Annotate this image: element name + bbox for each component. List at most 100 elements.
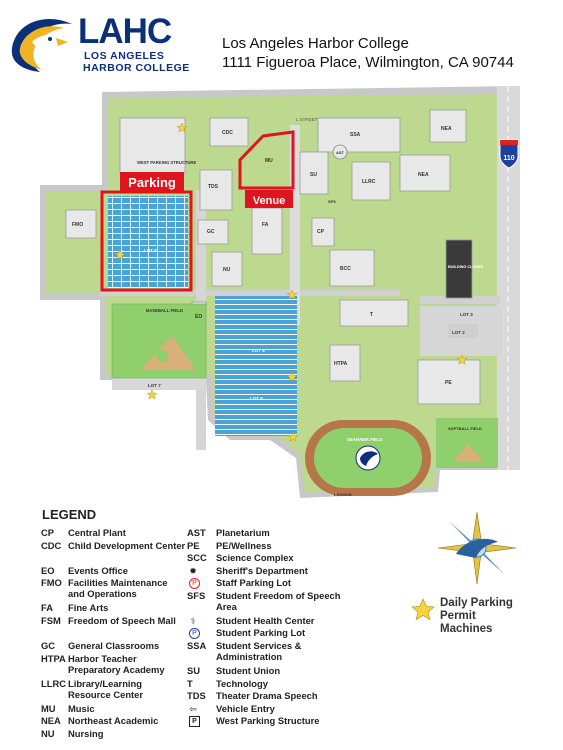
sheriff-icon: ✹ (189, 566, 197, 576)
legend-description: Library/Learning Resource Center (68, 678, 144, 700)
baseball-field-label: BASEBALL FIELD (146, 308, 183, 313)
lot-2-label: LOT 2 (452, 330, 465, 335)
legend-code: CDC (41, 540, 62, 551)
lot-5-parking (108, 196, 188, 288)
su-label: SU (310, 172, 317, 178)
legend-description: Student Freedom of Speech Area (216, 590, 341, 612)
permit-machine-star-icon (114, 249, 126, 260)
freeway-label: 110 (503, 155, 514, 162)
softball-field-label: SOFTBALL FIELD (448, 426, 482, 431)
legend-description: Student Services & Administration (216, 640, 302, 662)
building-closed (445, 239, 473, 299)
cp-label: CP (317, 229, 325, 235)
logo-subtitle-1: LOS ANGELES (84, 50, 165, 62)
legend-code: PE (187, 540, 200, 551)
health-center-icon: ⚕ (190, 616, 196, 626)
legend-code: GC (41, 640, 56, 651)
legend-description: Student Health Center (216, 615, 315, 626)
fa-building (251, 207, 283, 255)
gc-label: GC (207, 229, 215, 235)
legend-description: Staff Parking Lot (216, 577, 292, 588)
lot-7-parking (112, 378, 206, 390)
cdc-building (209, 117, 249, 147)
legend-description: Science Complex (216, 552, 294, 563)
nu-building (211, 251, 243, 287)
legend-code: HTPA (41, 653, 66, 664)
ssa-building (317, 117, 401, 153)
permit-line-2: Permit (440, 610, 476, 622)
seahawk-field-label: SEAHAWK FIELD (347, 437, 383, 442)
parking-structure-icon: P (189, 716, 200, 727)
legend-code: SCC (187, 552, 207, 563)
softball-field (436, 418, 498, 468)
su-building (299, 151, 329, 195)
student-parking-icon: P (189, 628, 200, 639)
legend-title: LEGEND (42, 507, 97, 522)
legend-code: T (187, 678, 193, 689)
permit-machine-star-icon (287, 431, 299, 442)
nea-building-2 (399, 154, 451, 192)
lot-5-label: LOT 5 (144, 248, 157, 253)
lot-6-label: LOT 6 (252, 348, 265, 353)
staff-parking-icon: P (189, 578, 200, 589)
legend-description: General Classrooms (68, 640, 160, 651)
permit-machine-star-icon (146, 389, 158, 400)
campus-map: 110 L STREET (40, 86, 520, 498)
planetarium-dome (332, 144, 348, 160)
baseball-field (111, 303, 207, 379)
cp-building (311, 217, 335, 247)
building-closed-label: BUILDING CLOSED (448, 265, 483, 269)
permit-machines-label: Daily Parking Permit Machines (440, 597, 513, 636)
llrc-building (351, 161, 391, 201)
legend-description: Nursing (68, 728, 104, 739)
eagle-logo-icon (11, 18, 72, 72)
legend-code: MU (41, 703, 56, 714)
lot-6-label-2: LOT 6 (250, 396, 263, 401)
freeway-110-shield-icon: 110 (499, 139, 519, 169)
compass-rose-icon (437, 511, 517, 585)
west-parking-structure-label: WEST PARKING STRUCTURE (137, 160, 196, 165)
legend-code: SU (187, 665, 201, 676)
legend-code: EO (41, 565, 55, 576)
lagoon-label: LAGOON (334, 492, 352, 497)
legend-description: Theater Drama Speech (216, 690, 318, 701)
college-address: 1111 Figueroa Place, Wilmington, CA 9074… (222, 54, 514, 71)
legend-code: NU (41, 728, 55, 739)
college-name: Los Angeles Harbor College (222, 35, 409, 52)
cdc-label: CDC (222, 130, 233, 136)
nea-building-1 (429, 109, 467, 143)
legend-description: Student Parking Lot (216, 627, 306, 638)
nea-label-2: NEA (418, 172, 429, 178)
legend-code: FSM (41, 615, 61, 626)
venue-callout-label: Venue (253, 195, 285, 207)
legend-description: Planetarium (216, 527, 270, 538)
legend-description: Fine Arts (68, 602, 109, 613)
legend-description: Facilities Maintenance and Operations (68, 577, 168, 599)
fa-label: FA (262, 222, 269, 228)
nu-label: NU (223, 267, 231, 273)
tds-label: TDS (208, 184, 219, 190)
ssa-label: SSA (350, 132, 361, 138)
legend-code: CP (41, 527, 55, 538)
permit-machine-star-icon (286, 371, 298, 382)
venue-highlight-box (238, 130, 295, 190)
bcc-building (329, 249, 375, 287)
permit-machine-star-icon (411, 598, 435, 621)
legend-description: PE/Wellness (216, 540, 272, 551)
permit-line-3: Machines (440, 623, 493, 635)
legend-description: West Parking Structure (216, 715, 320, 726)
permit-machine-star-icon (456, 354, 468, 365)
legend-description: Child Development Center (68, 540, 186, 551)
nea-label-1: NEA (441, 126, 452, 132)
htpa-label: HTPA (334, 361, 348, 367)
ast-label: AST (336, 150, 345, 155)
permit-line-1: Daily Parking (440, 597, 513, 609)
legend-description: Central Plant (68, 527, 126, 538)
sfs-label: SFS (328, 199, 336, 204)
legend-code: AST (187, 527, 206, 538)
legend-description: Events Office (68, 565, 128, 576)
fmo-building (65, 209, 97, 239)
pe-building (417, 359, 481, 405)
legend-description: Northeast Academic (68, 715, 159, 726)
vehicle-entry-icon: ⇦ (189, 704, 197, 714)
